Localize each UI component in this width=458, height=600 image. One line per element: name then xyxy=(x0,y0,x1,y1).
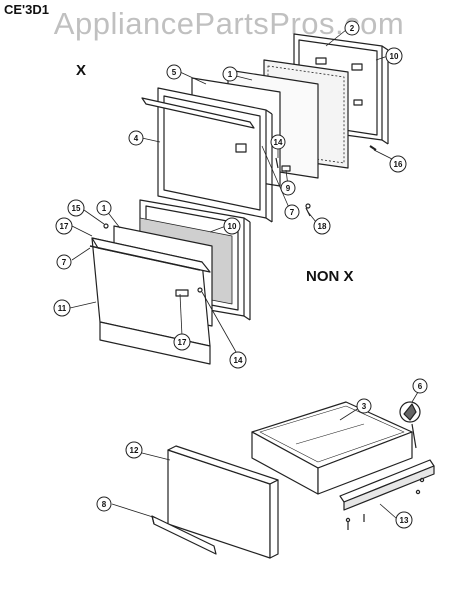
callout-8-text: 8 xyxy=(102,500,107,509)
callout-3: 3 xyxy=(356,398,372,414)
callout-12-text: 12 xyxy=(130,446,139,455)
part-4-outer-door xyxy=(141,87,273,223)
callout-3-text: 3 xyxy=(362,402,367,411)
x-variant-label: X xyxy=(76,62,87,79)
callout-1-upper: 1 xyxy=(222,66,238,82)
callout-2-text: 2 xyxy=(350,24,355,33)
callouts: 1 5 2 10 4 14 7 9 16 18 15 1 10 17 7 11 … xyxy=(53,20,428,529)
drawer-assembly xyxy=(151,401,435,559)
part-8-handle-trim xyxy=(151,515,217,555)
upper-door-assembly xyxy=(141,33,389,223)
callout-11-text: 11 xyxy=(58,304,67,313)
callout-4: 4 xyxy=(128,130,144,146)
callout-13-text: 13 xyxy=(400,516,409,525)
callout-1-lower: 1 xyxy=(96,200,112,216)
callout-7-upper: 7 xyxy=(284,204,300,220)
callout-10-lower-text: 10 xyxy=(228,222,237,231)
callout-15-text: 15 xyxy=(72,204,81,213)
callout-7-upper-text: 7 xyxy=(290,208,295,217)
callout-6-text: 6 xyxy=(418,382,423,391)
callout-12: 12 xyxy=(125,441,143,459)
callout-18: 18 xyxy=(313,217,331,235)
part-6-clip xyxy=(399,401,421,449)
callout-14-lower: 14 xyxy=(229,351,247,369)
callout-16: 16 xyxy=(389,155,407,173)
callout-17-bottom-text: 17 xyxy=(178,338,187,347)
callout-4-text: 4 xyxy=(134,134,139,143)
callout-7-lower-text: 7 xyxy=(62,258,67,267)
callout-13: 13 xyxy=(395,511,413,529)
callout-1-upper-text: 1 xyxy=(228,70,233,79)
callout-14-upper: 14 xyxy=(270,134,286,150)
callout-5-text: 5 xyxy=(172,68,177,77)
callout-5: 5 xyxy=(166,64,182,80)
callout-1-lower-text: 1 xyxy=(102,204,107,213)
part-3-drawer-box xyxy=(251,401,413,495)
callout-14-upper-text: 14 xyxy=(274,138,283,147)
part-13-drawer-slide xyxy=(339,459,435,530)
callout-9: 9 xyxy=(280,180,296,196)
callout-2: 2 xyxy=(344,20,360,36)
callout-11: 11 xyxy=(53,299,71,317)
callout-6: 6 xyxy=(412,378,428,394)
callout-10-upper: 10 xyxy=(385,47,403,65)
callout-9-text: 9 xyxy=(286,184,291,193)
callout-10-lower: 10 xyxy=(223,217,241,235)
watermark-text: AppliancePartsPros.com xyxy=(53,6,405,41)
model-number: CE'3D1 xyxy=(4,2,49,17)
callout-16-text: 16 xyxy=(394,160,403,169)
nonx-variant-label: NON X xyxy=(306,268,354,285)
callout-8: 8 xyxy=(96,496,112,512)
callout-10-upper-text: 10 xyxy=(390,52,399,61)
callout-15: 15 xyxy=(67,199,85,217)
callout-7-lower: 7 xyxy=(56,254,72,270)
callout-17-left-text: 17 xyxy=(60,222,69,231)
lower-door-assembly xyxy=(89,199,251,365)
callout-17-bottom: 17 xyxy=(173,333,191,351)
callout-18-text: 18 xyxy=(318,222,327,231)
part-12-drawer-front xyxy=(167,445,279,559)
callout-14-lower-text: 14 xyxy=(234,356,243,365)
leader-lines xyxy=(69,29,419,519)
callout-17-left: 17 xyxy=(55,217,73,235)
